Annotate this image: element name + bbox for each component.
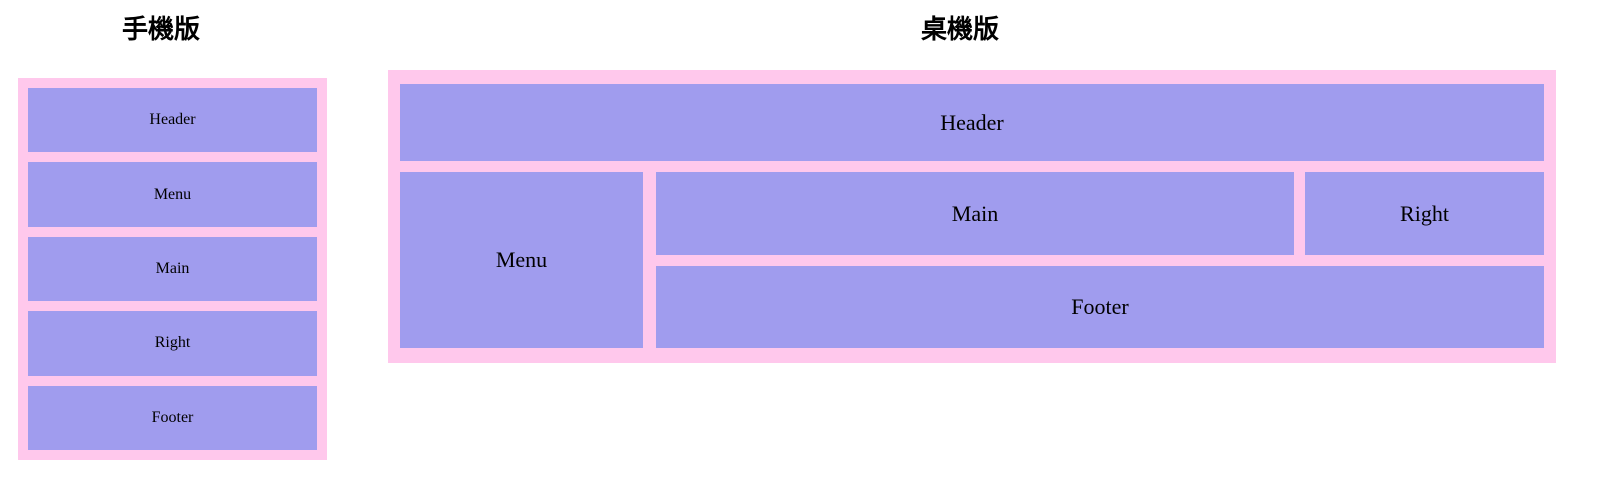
- desktop-layout-diagram: Header Menu Main Right Footer: [388, 70, 1556, 363]
- desktop-block-menu: Menu: [400, 172, 643, 348]
- mobile-section-title: 手機版: [122, 14, 201, 44]
- desktop-block-header: Header: [400, 84, 1544, 161]
- mobile-block-footer: Footer: [28, 385, 317, 451]
- mobile-block-right: Right: [28, 311, 317, 376]
- mobile-block-menu: Menu: [28, 162, 317, 227]
- mobile-block-header: Header: [28, 88, 317, 153]
- desktop-block-right: Right: [1305, 172, 1544, 255]
- desktop-block-main: Main: [656, 172, 1294, 255]
- mobile-layout-diagram: Header Menu Main Right Footer: [18, 78, 327, 460]
- desktop-block-footer: Footer: [656, 266, 1544, 348]
- desktop-section-title: 桌機版: [921, 14, 1000, 44]
- mobile-block-main: Main: [28, 236, 317, 302]
